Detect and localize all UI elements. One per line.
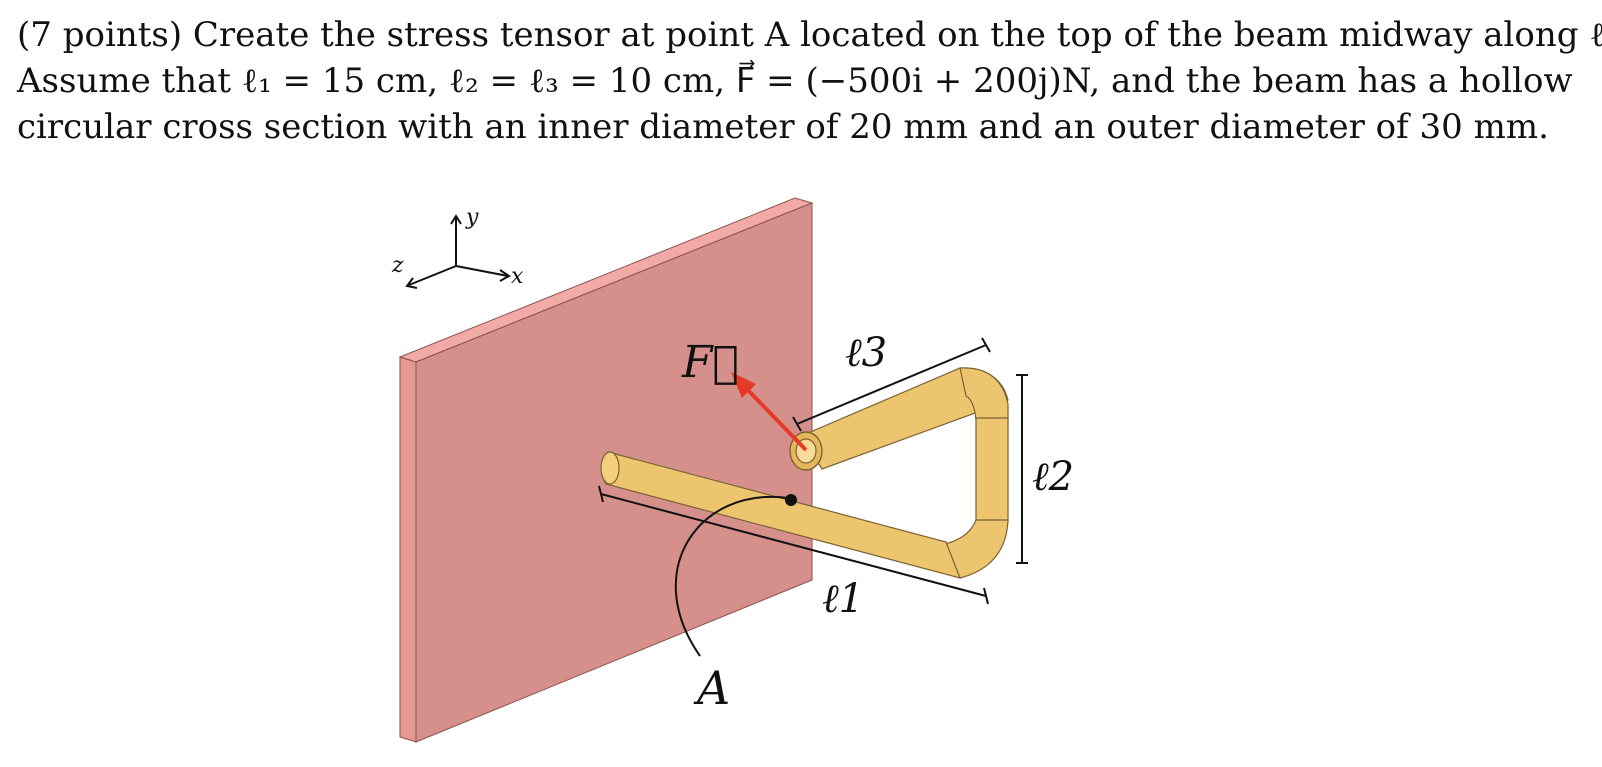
l3-label: ℓ3 <box>845 330 887 376</box>
axis-z-label: z <box>391 253 404 278</box>
z-axis-line <box>408 265 457 286</box>
force-label: F⃗ <box>681 337 739 388</box>
axis-x-label: x <box>511 264 524 289</box>
dim-l3-line <box>796 344 987 425</box>
dim-l1-tick-start <box>598 485 604 503</box>
beam-segment-l2 <box>975 417 1009 523</box>
axis-y-label: y <box>465 205 479 230</box>
dimension-l1 <box>598 485 989 605</box>
y-axis-arrowhead <box>450 214 462 225</box>
dim-l1-tick-end <box>983 587 989 605</box>
l2-label: ℓ2 <box>1032 454 1074 500</box>
dim-l1-line <box>600 493 987 597</box>
point-a-leader <box>674 495 789 657</box>
x-axis-arrowhead <box>499 269 511 282</box>
dimension-l2 <box>1016 374 1028 564</box>
problem-line-1: (7 points) Create the stress tensor at p… <box>17 15 1602 55</box>
force-arrow-shaft <box>742 384 808 452</box>
force-arrow-head <box>731 372 756 398</box>
problem-line-2: Assume that ℓ₁ = 15 cm, ℓ₂ = ℓ₃ = 10 cm,… <box>17 61 1573 101</box>
problem-line-3: circular cross section with an inner dia… <box>17 107 1549 147</box>
problem-statement: (7 points) Create the stress tensor at p… <box>17 12 1602 150</box>
point-a-marker <box>785 494 797 506</box>
wall-side-edge <box>399 356 417 743</box>
point-a-label: A <box>693 661 730 715</box>
z-axis-arrowhead <box>405 277 418 289</box>
x-axis-line <box>455 265 509 277</box>
coordinate-axes <box>405 214 511 289</box>
dim-l3-tick-end <box>981 337 991 353</box>
force-arrow <box>731 372 808 452</box>
dimension-l3 <box>792 337 991 432</box>
beam-left-end-cap <box>600 451 620 485</box>
dim-l3-tick-start <box>792 416 802 432</box>
l1-label: ℓ1 <box>822 576 864 622</box>
